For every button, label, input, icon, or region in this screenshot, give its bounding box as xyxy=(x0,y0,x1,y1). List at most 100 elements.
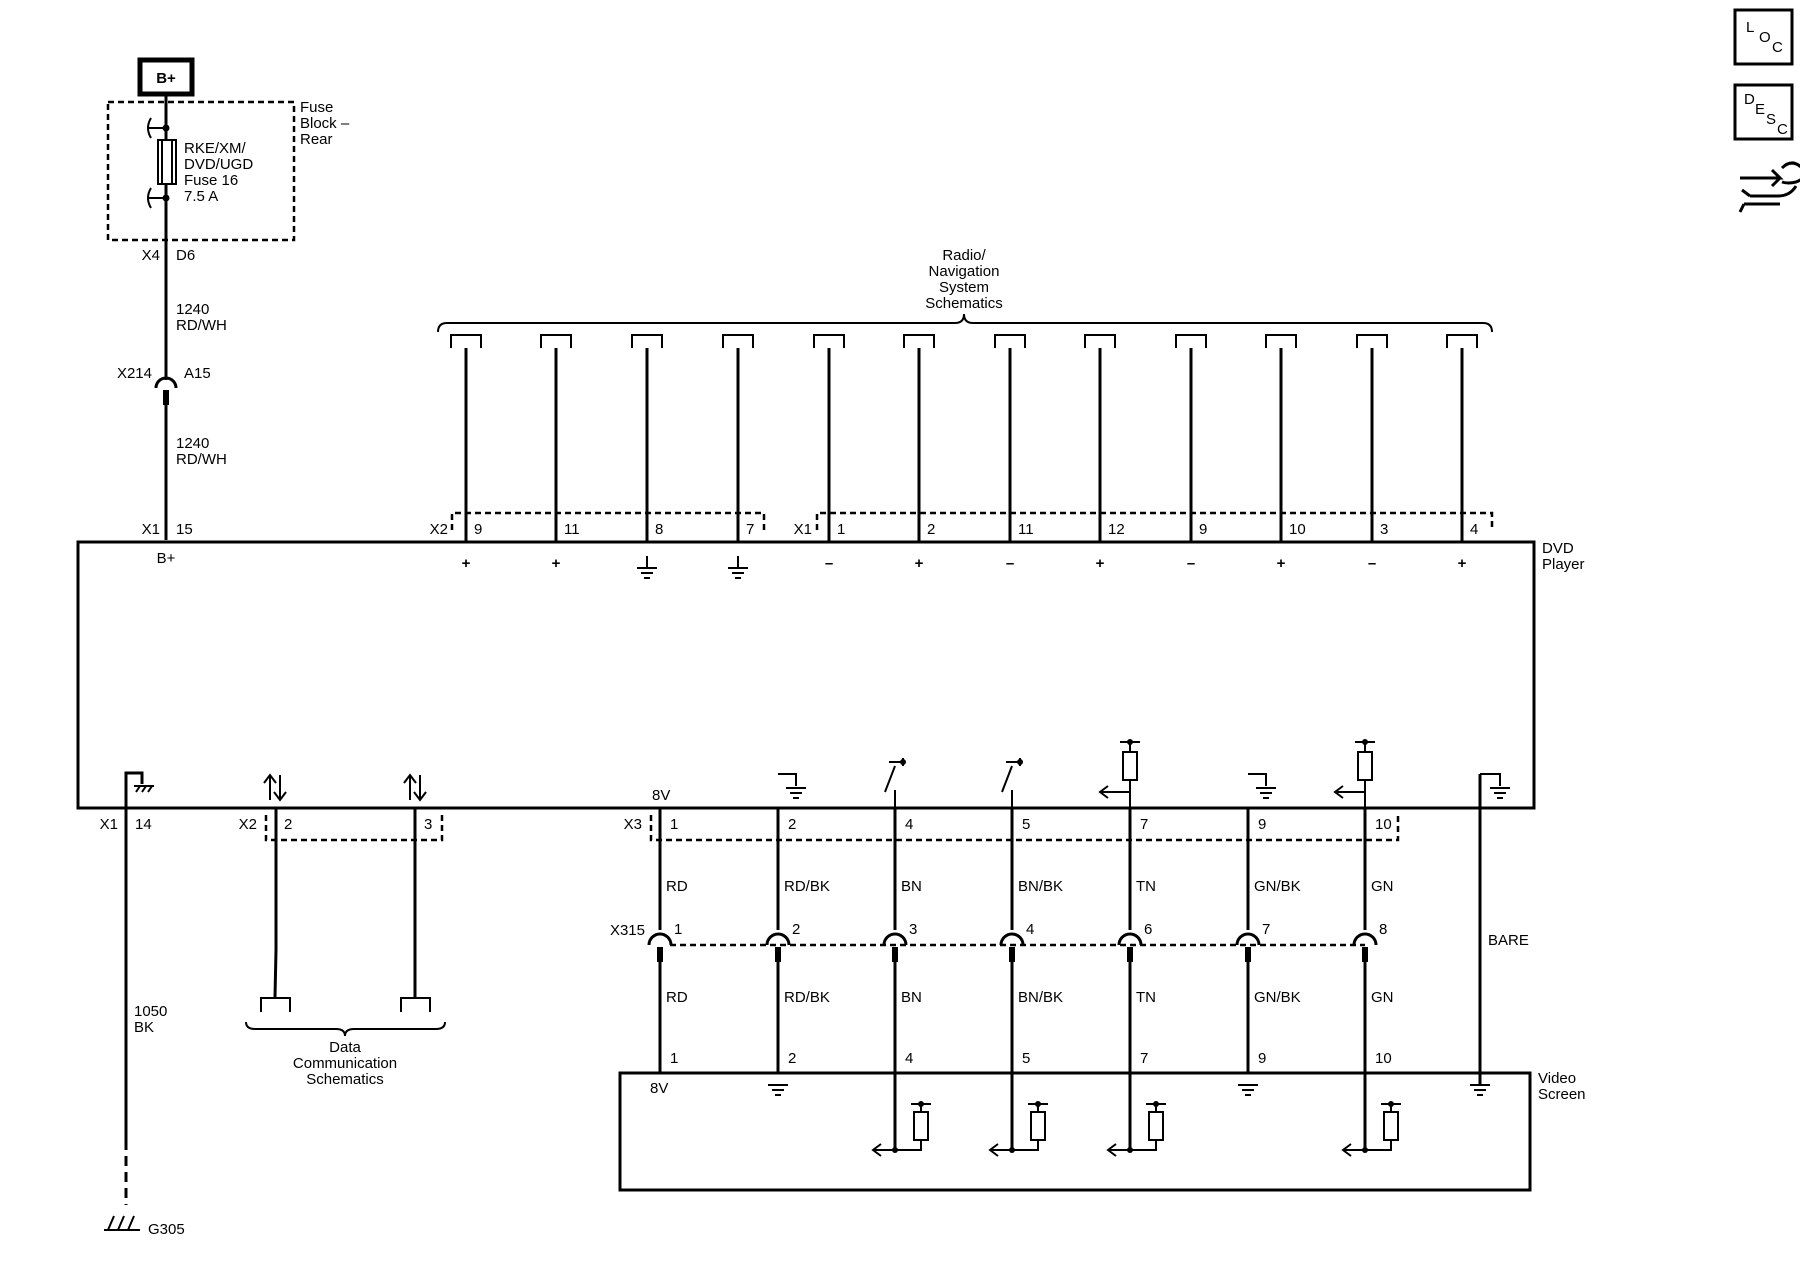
switch-node-icon xyxy=(1017,759,1023,765)
inline-connector-cup xyxy=(647,932,673,946)
video-screen-pin: 2 xyxy=(788,1050,796,1067)
radio-nav-pin-ref xyxy=(903,334,935,348)
inline-pin-number: 3 xyxy=(909,921,917,938)
screen-pull-node-icon xyxy=(1153,1101,1159,1107)
bottom-x1-connector: X1 xyxy=(100,816,118,833)
video-screen-title-2: Screen xyxy=(1538,1086,1586,1103)
data-pin-2: 2 xyxy=(284,816,292,833)
dvd-8v-label: 8V xyxy=(652,787,670,804)
inline-connector-name: X315 xyxy=(610,922,645,939)
video-wire-color-upper: BN xyxy=(901,878,922,895)
dvd-ground-icon xyxy=(786,787,806,799)
video-screen-title-1: Video xyxy=(1538,1070,1576,1087)
video-wire-color-lower: BN/BK xyxy=(1018,989,1063,1006)
fuse-connector-label: X4 xyxy=(142,247,160,264)
dvd-x1-connector: X1 xyxy=(142,521,160,538)
fuse-connector-pin: D6 xyxy=(176,247,195,264)
description-icon[interactable]: D E S C xyxy=(1733,83,1794,141)
fuse-block-title-1: Fuse xyxy=(300,99,333,116)
data-comm-brace xyxy=(245,1021,446,1037)
data-comm-ref-2 xyxy=(400,997,431,1012)
data-comm-title-3: Schematics xyxy=(306,1071,384,1088)
top-pin-number: 1 xyxy=(837,521,845,538)
pullup-node-icon xyxy=(1362,739,1368,745)
connector-tool-icon[interactable] xyxy=(1738,161,1800,213)
pullup-node-icon xyxy=(1127,739,1133,745)
radio-nav-pin-ref xyxy=(631,334,663,348)
video-wire-color-lower: GN xyxy=(1371,989,1394,1006)
radio-nav-pin-ref xyxy=(1265,334,1297,348)
feed-circuit-number-1: 1240 xyxy=(176,301,209,318)
bare-wire-label: BARE xyxy=(1488,932,1529,949)
pin-polarity: – xyxy=(1187,555,1195,572)
video-wire-color-lower: GN/BK xyxy=(1254,989,1301,1006)
screen-input-arrow-icon xyxy=(988,1143,1012,1157)
inline-pin-number: 8 xyxy=(1379,921,1387,938)
fuse-symbol xyxy=(157,139,177,185)
svg-text:E: E xyxy=(1755,101,1765,118)
battery-positive-label: B+ xyxy=(156,70,176,87)
pin-polarity: + xyxy=(552,555,561,572)
video-screen-8v-label: 8V xyxy=(650,1080,668,1097)
ground-g305-icon xyxy=(104,1215,140,1231)
inline-connector-cup xyxy=(882,932,908,946)
signal-ground-icon xyxy=(637,567,657,579)
x2-top-connector xyxy=(450,511,766,530)
video-x3-connector: X3 xyxy=(624,816,642,833)
fuse-name-2: DVD/UGD xyxy=(184,156,253,173)
pin-polarity: – xyxy=(1006,555,1014,572)
video-screen-pin: 7 xyxy=(1140,1050,1148,1067)
video-x3-pin: 9 xyxy=(1258,816,1266,833)
top-pin-number: 2 xyxy=(927,521,935,538)
svg-text:C: C xyxy=(1772,39,1783,56)
video-x3-pin: 4 xyxy=(905,816,913,833)
location-icon[interactable]: L O C xyxy=(1733,8,1794,66)
screen-pull-node-icon xyxy=(1388,1101,1394,1107)
inline-pin-number: 6 xyxy=(1144,921,1152,938)
video-wire-color-upper: RD/BK xyxy=(784,878,830,895)
radio-nav-pin-ref xyxy=(540,334,572,348)
data-x2-connector: X2 xyxy=(239,816,257,833)
video-screen-box xyxy=(618,1071,1532,1192)
inline-pin-number: 2 xyxy=(792,921,800,938)
screen-pull-node-icon xyxy=(1035,1101,1041,1107)
inline-connector-cup xyxy=(1352,932,1378,946)
screen-ground-icon xyxy=(1238,1084,1258,1096)
video-wire-color-lower: TN xyxy=(1136,989,1156,1006)
radio-nav-title-1: Radio/ xyxy=(942,247,986,264)
splice-name: X214 xyxy=(117,365,152,382)
fuse-block-outline xyxy=(106,100,296,242)
input-arrow-icon xyxy=(1098,785,1130,799)
pin-polarity: + xyxy=(1096,555,1105,572)
radio-nav-pin-ref xyxy=(994,334,1026,348)
pin-polarity: – xyxy=(825,555,833,572)
data-comm-title-2: Communication xyxy=(293,1055,397,1072)
video-connector-outline xyxy=(649,815,1400,842)
dvd-bplus-label: B+ xyxy=(157,550,176,567)
video-x3-pin: 10 xyxy=(1375,816,1392,833)
svg-text:L: L xyxy=(1746,19,1754,36)
top-pin-number: 11 xyxy=(564,521,580,538)
top-pin-number: 9 xyxy=(1199,521,1207,538)
data-wire-1 xyxy=(273,808,278,998)
top-pin-number: 9 xyxy=(474,521,482,538)
video-screen-pin: 4 xyxy=(905,1050,913,1067)
inline-connector-cup xyxy=(999,932,1025,946)
fuse-block-title-2: Block – xyxy=(300,115,350,132)
ground-name: G305 xyxy=(148,1221,185,1238)
dvd-x1-pin-15: 15 xyxy=(176,521,193,538)
screen-ground-icon xyxy=(768,1084,788,1096)
screen-input-arrow-icon xyxy=(1106,1143,1130,1157)
data-comm-ref-1 xyxy=(260,997,291,1012)
pin-polarity: + xyxy=(1277,555,1286,572)
switch-icon xyxy=(1001,758,1021,808)
dvd-ground-icon xyxy=(1256,787,1276,799)
video-screen-pin: 5 xyxy=(1022,1050,1030,1067)
pullup-resistor-icon xyxy=(1357,751,1373,781)
video-wire-color-lower: BN xyxy=(901,989,922,1006)
fuse-name-1: RKE/XM/ xyxy=(184,140,247,157)
video-screen-pin: 1 xyxy=(670,1050,678,1067)
radio-nav-brace xyxy=(437,313,1493,333)
data-pin-3: 3 xyxy=(424,816,432,833)
